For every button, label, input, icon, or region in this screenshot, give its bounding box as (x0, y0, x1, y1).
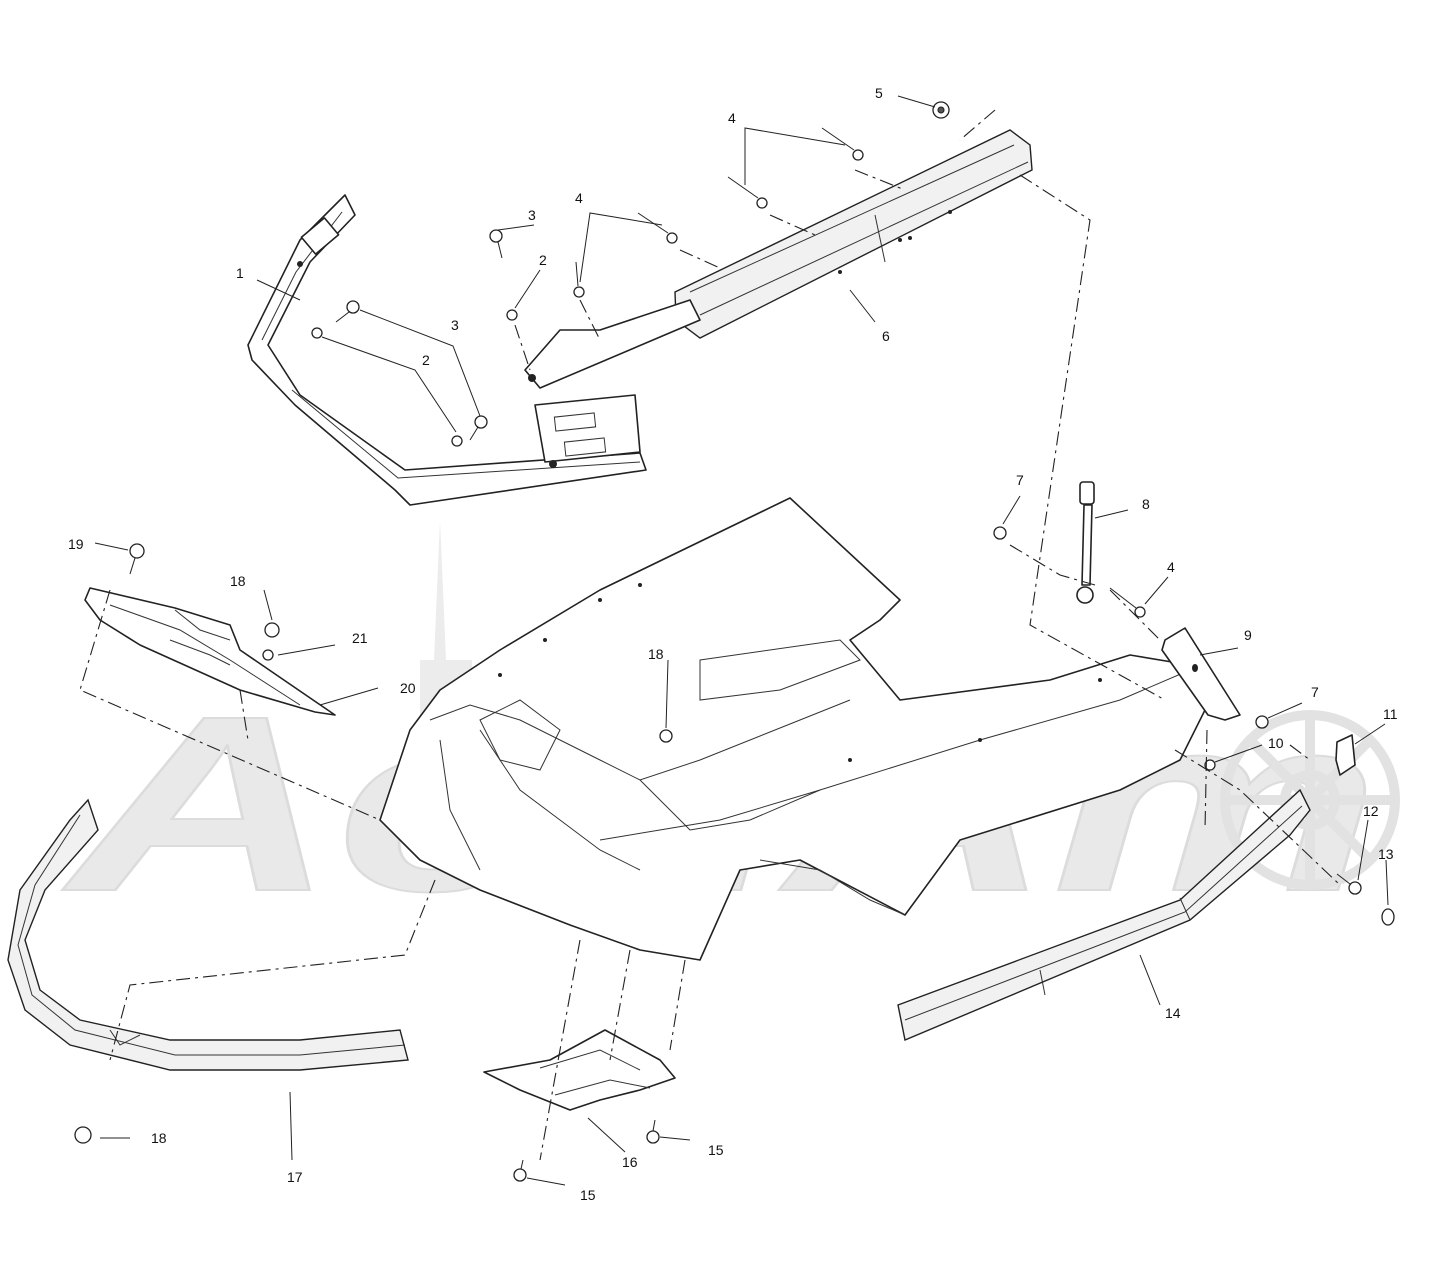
part-6-upper-beam (524, 129, 1033, 389)
callout-3: 3 (451, 317, 459, 333)
part-17-left-trim (7, 798, 409, 1071)
callout-15: 15 (580, 1187, 596, 1203)
callout-15: 15 (708, 1142, 724, 1158)
callout-8: 8 (1142, 496, 1150, 512)
callout-12: 12 (1363, 803, 1379, 819)
callout-16: 16 (622, 1154, 638, 1170)
callout-4: 4 (728, 110, 736, 126)
fastener-screws (129, 229, 1362, 1182)
part-20-plate (84, 587, 336, 716)
part-1-left-bracket (247, 194, 647, 506)
part-8-prop-rod (1076, 481, 1095, 604)
callout-1: 1 (236, 265, 244, 281)
callout-labels: 1 2 2 3 3 4 4 4 5 6 7 7 8 9 10 11 12 13 … (68, 85, 1398, 1203)
part-11-clip (1335, 734, 1356, 776)
part-9-bracket (1161, 627, 1241, 721)
callout-19: 19 (68, 536, 84, 552)
callout-5: 5 (875, 85, 883, 101)
callout-2: 2 (422, 352, 430, 368)
callout-9: 9 (1244, 627, 1252, 643)
callout-18: 18 (151, 1130, 167, 1146)
callout-17: 17 (287, 1169, 303, 1185)
callout-14: 14 (1165, 1005, 1181, 1021)
callout-18: 18 (648, 646, 664, 662)
part-16-bottom-plate (483, 1029, 676, 1111)
part-13-ring (1381, 908, 1395, 926)
callout-10: 10 (1268, 735, 1284, 751)
callout-18: 18 (230, 573, 246, 589)
callout-4: 4 (1167, 559, 1175, 575)
fastener-rivets (573, 127, 1146, 618)
callout-21: 21 (352, 630, 368, 646)
callout-20: 20 (400, 680, 416, 696)
assembly-lines (79, 109, 1341, 1161)
callout-2: 2 (539, 252, 547, 268)
callout-13: 13 (1378, 846, 1394, 862)
callout-leaders (94, 95, 1389, 1186)
fastener-nuts (74, 101, 950, 1144)
part-14-right-trim (897, 788, 1311, 1041)
callout-7: 7 (1016, 472, 1024, 488)
callout-11: 11 (1383, 706, 1398, 722)
callout-7: 7 (1311, 684, 1319, 700)
callout-4: 4 (575, 190, 583, 206)
callout-3: 3 (528, 207, 536, 223)
callout-6: 6 (882, 328, 890, 344)
